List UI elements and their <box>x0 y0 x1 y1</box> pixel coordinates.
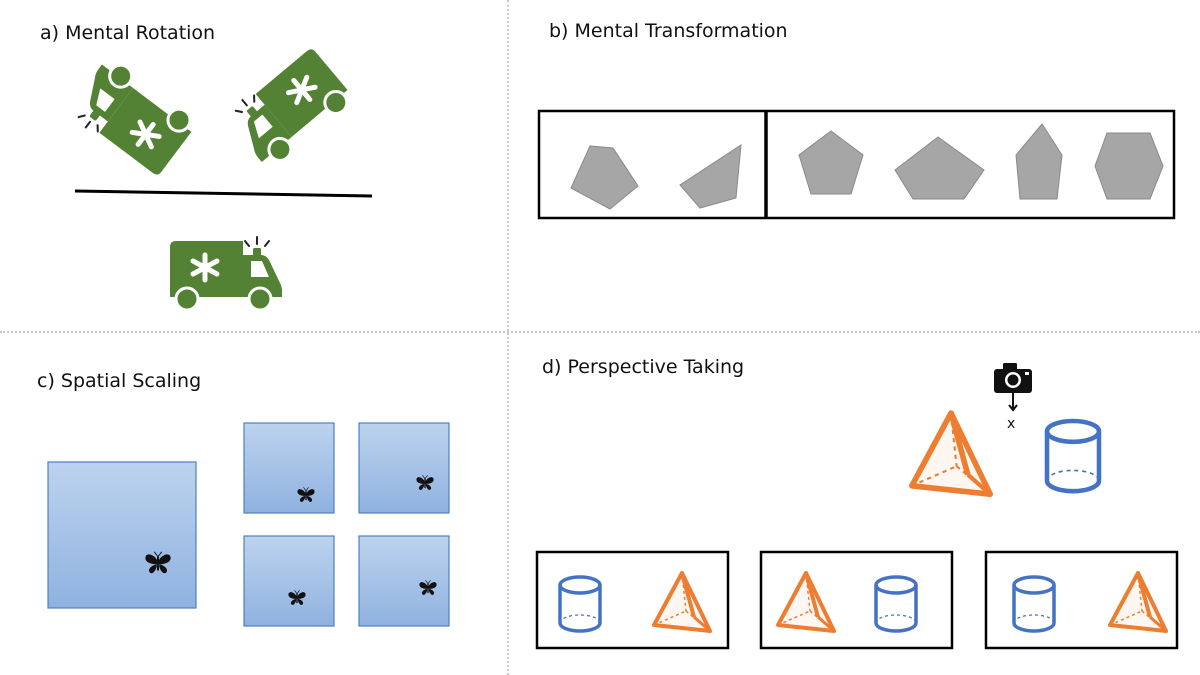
large-map-square <box>47 461 197 609</box>
view-option-3 <box>984 550 1179 650</box>
option-hexagon <box>1094 132 1164 200</box>
rotated-ambulance-right <box>223 44 356 172</box>
separator-line <box>74 189 373 198</box>
scene-cylinder <box>1047 421 1099 491</box>
panel-a-title: a) Mental Rotation <box>40 22 216 44</box>
option-pentagon-tall <box>1015 123 1063 200</box>
shape-options <box>798 123 1164 200</box>
horizontal-divider <box>0 331 1200 333</box>
shape-pieces <box>570 144 742 210</box>
view-option-2 <box>759 550 954 650</box>
cylinder-icon <box>1047 421 1099 491</box>
ambulance-icon <box>66 54 199 180</box>
rotated-ambulance-left <box>66 54 199 180</box>
piece-2 <box>679 144 742 209</box>
camera-icon <box>994 363 1032 412</box>
piece-1 <box>570 145 639 210</box>
panel-b-title: b) Mental Transformation <box>549 20 788 42</box>
vertical-divider <box>507 0 509 675</box>
small-map-square-2 <box>358 422 450 514</box>
small-map-square-3 <box>243 535 335 627</box>
panel-c-title: c) Spatial Scaling <box>37 370 202 392</box>
view-option-1 <box>535 550 730 650</box>
option-pentagon-small <box>798 130 864 195</box>
ambulance-icon <box>223 44 356 172</box>
scene-pyramid <box>912 413 990 494</box>
small-map-square-4 <box>358 535 450 627</box>
small-map-square-1 <box>243 422 335 514</box>
option-pentagon-wide <box>894 136 985 200</box>
ambulance-icon <box>170 237 282 310</box>
reference-ambulance <box>170 237 282 310</box>
panel-d-title: d) Perspective Taking <box>542 356 745 378</box>
camera-marker: x <box>1007 416 1015 432</box>
pyramid-icon <box>912 413 990 494</box>
